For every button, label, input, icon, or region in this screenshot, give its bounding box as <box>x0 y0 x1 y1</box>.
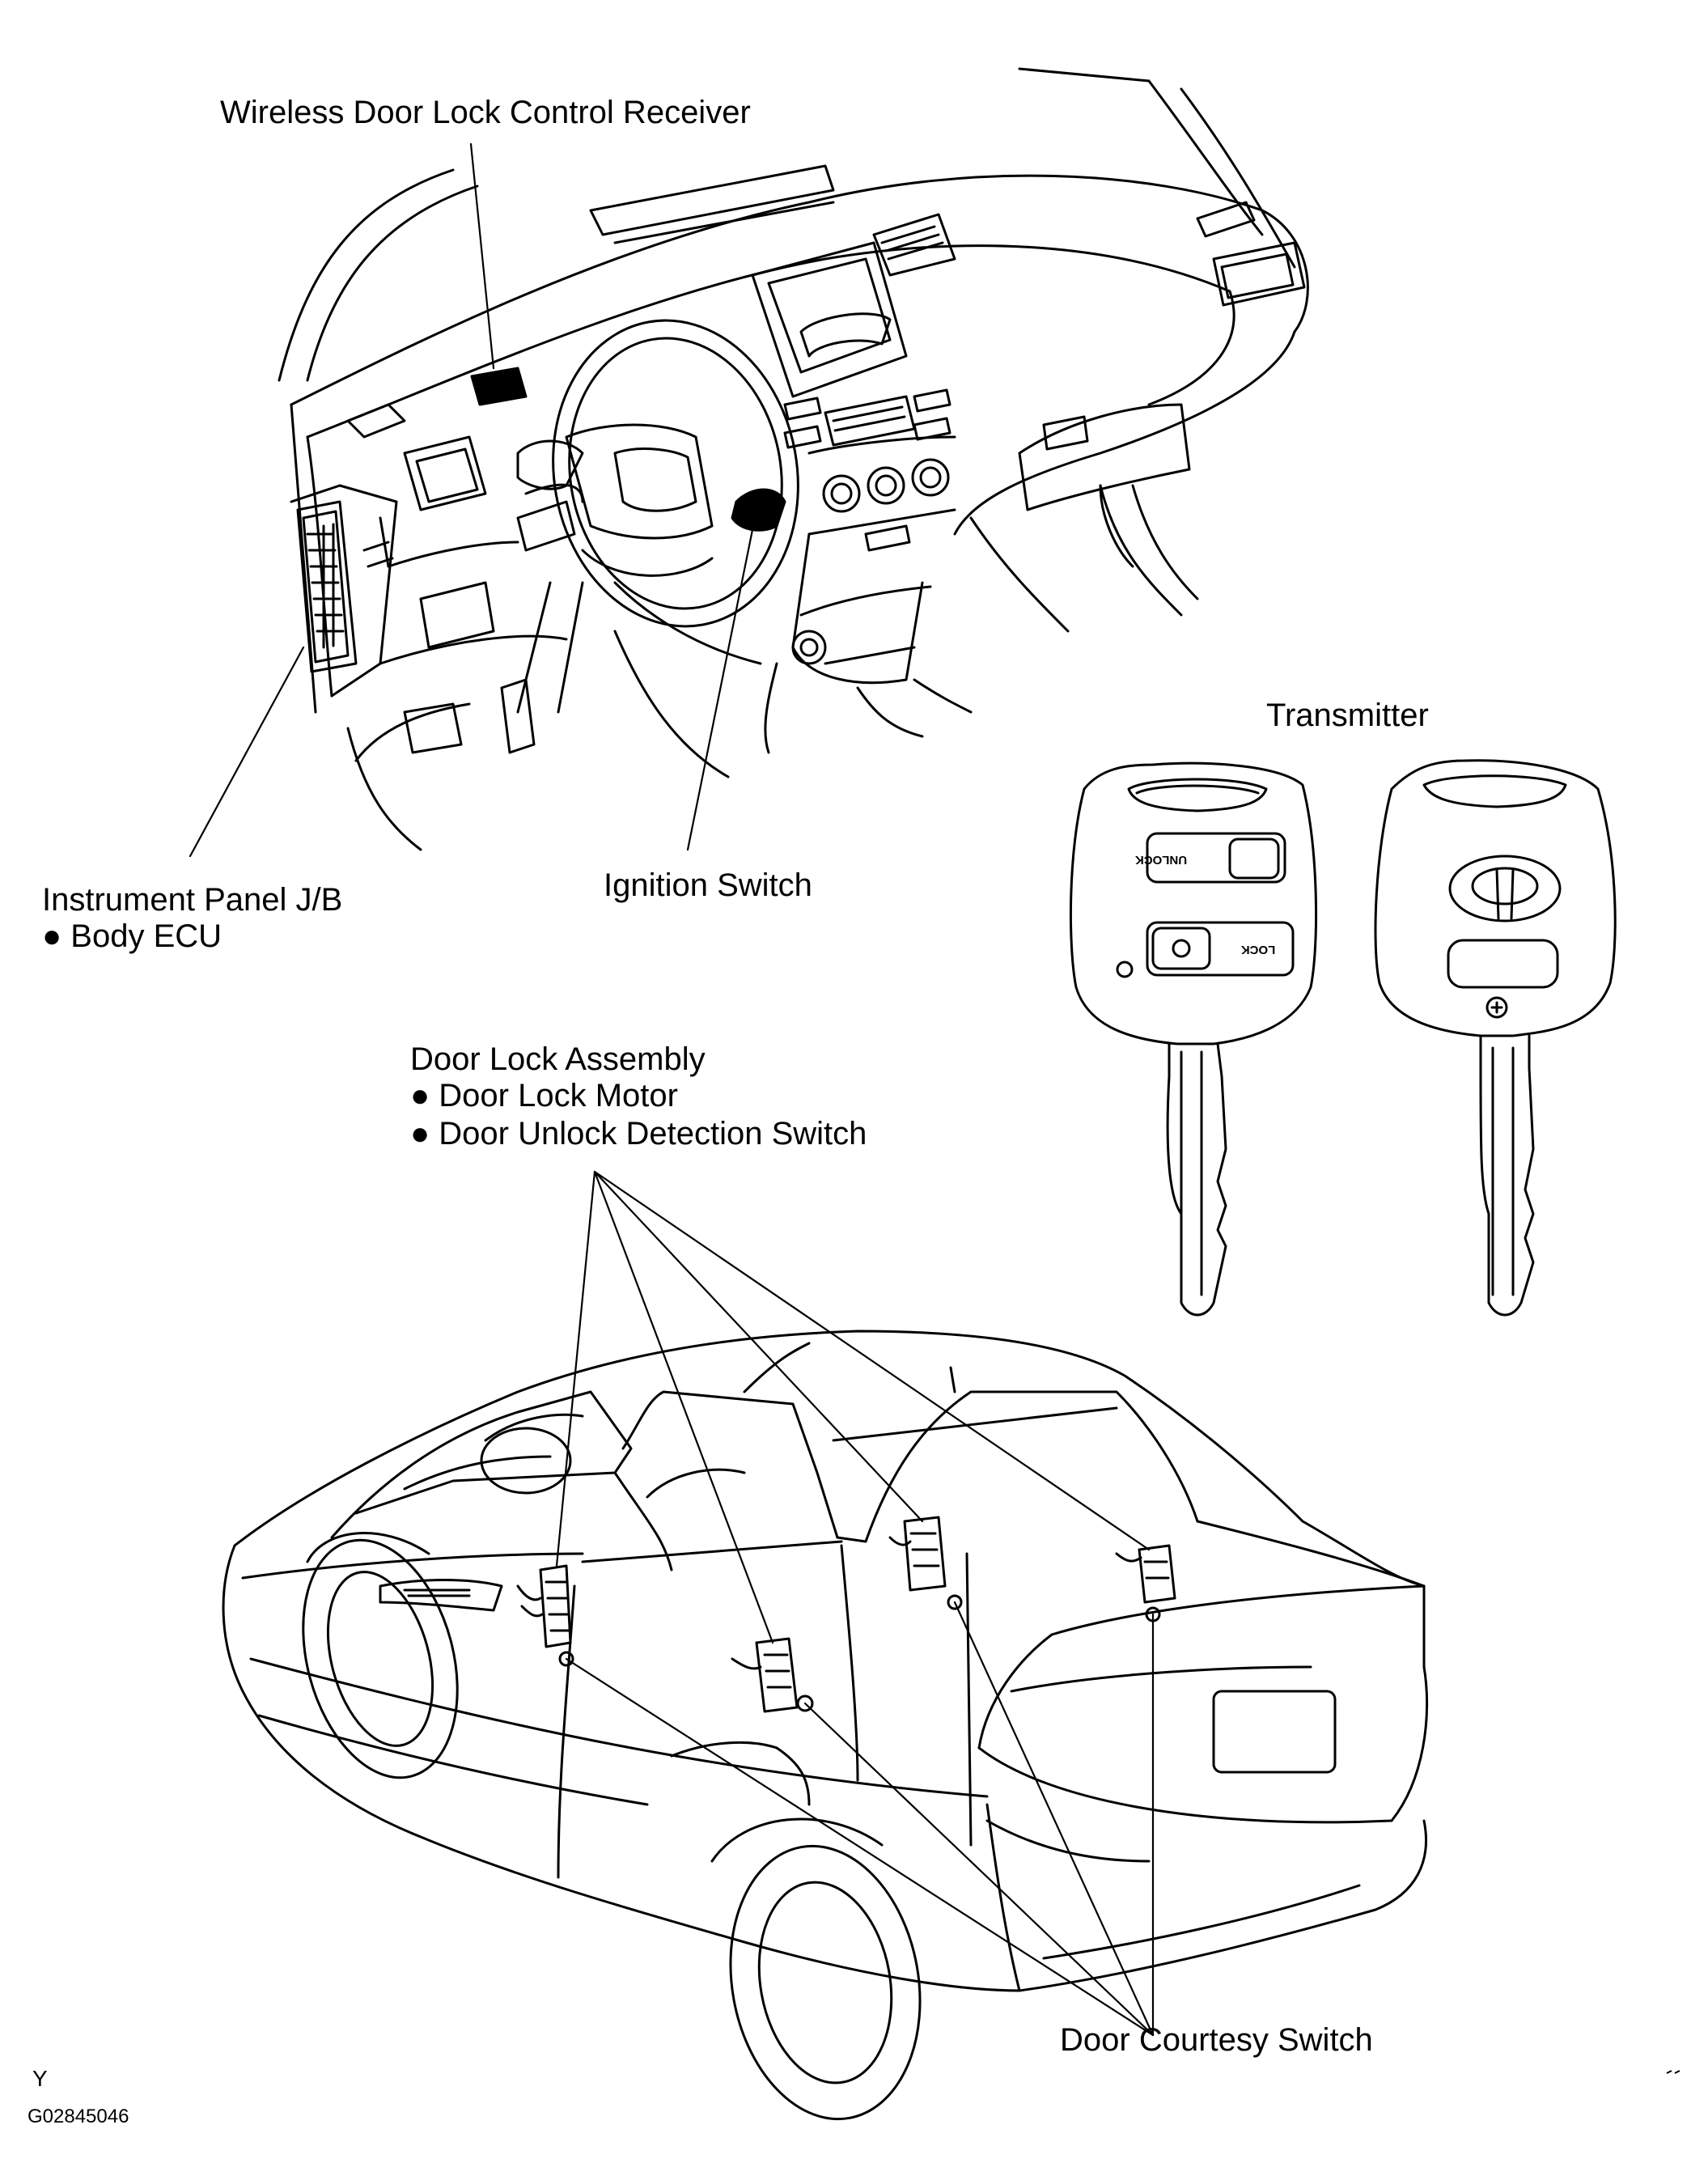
figure-code: G02845046 <box>28 2106 129 2127</box>
door-lock-assembly-label: Door Lock Assembly <box>410 1041 706 1077</box>
door-unlock-detection-switch-label: Door Unlock Detection Switch <box>410 1114 867 1153</box>
dashboard-illustration <box>278 67 1309 851</box>
door-courtesy-switch-label: Door Courtesy Switch <box>1060 2022 1373 2058</box>
lock-button-text: LOCK <box>1241 943 1276 956</box>
key-back-illustration <box>1374 759 1617 1317</box>
key-front-illustration <box>1069 761 1318 1317</box>
body-ecu-label: Body ECU <box>42 917 222 956</box>
door-lock-motor-label: Door Lock Motor <box>410 1076 678 1115</box>
wireless-receiver-label: Wireless Door Lock Control Receiver <box>220 95 751 130</box>
instrument-panel-jb-label: Instrument Panel J/B <box>42 882 343 918</box>
ignition-switch-label: Ignition Switch <box>604 867 812 903</box>
car-illustration <box>222 1330 1429 2121</box>
door-lock-leaders <box>555 1170 1151 1644</box>
margin-mark <box>1666 2070 1680 2074</box>
door-courtesy-leaders <box>565 1601 1155 2037</box>
transmitter-label: Transmitter <box>1266 698 1429 733</box>
corner-letter: Y <box>32 2066 48 2091</box>
unlock-button-text: UNLOCK <box>1135 853 1187 867</box>
